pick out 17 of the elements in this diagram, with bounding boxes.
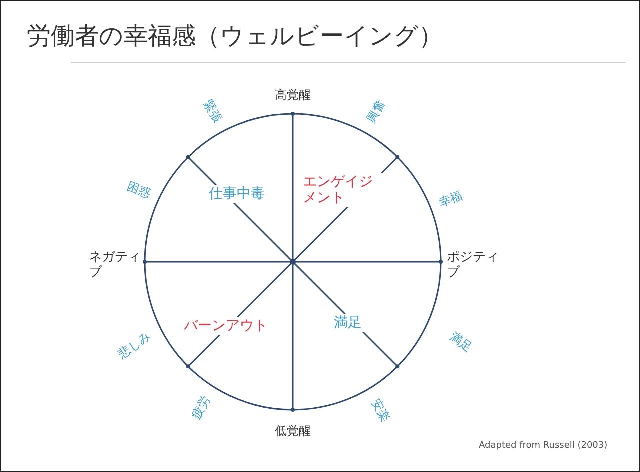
axis-label: 高覚醒: [275, 89, 311, 103]
axis-label: 低覚醒: [275, 425, 311, 439]
quadrant-label: 満足: [332, 314, 364, 332]
emotion-label: 安楽: [368, 397, 392, 425]
axis-label: ポジティブ: [447, 251, 500, 281]
emotion-label: 疲労: [190, 394, 214, 422]
emotion-label: 満足: [447, 330, 475, 356]
emotion-label: 幸福: [437, 189, 465, 210]
axis-label: ネガティブ: [89, 251, 142, 281]
title: 労働者の幸福感（ウェルビーイング）: [27, 23, 443, 51]
emotion-label: 悲しみ: [116, 330, 154, 362]
emotion-label: 興奮: [365, 98, 389, 126]
emotion-label: 困惑: [125, 180, 153, 202]
quadrant-label: エンゲイジメント: [301, 173, 383, 208]
source-note: Adapted from Russell (2003): [479, 441, 608, 452]
emotion-label: 緊張: [200, 98, 224, 126]
quadrant-label: 仕事中毒: [207, 185, 267, 204]
